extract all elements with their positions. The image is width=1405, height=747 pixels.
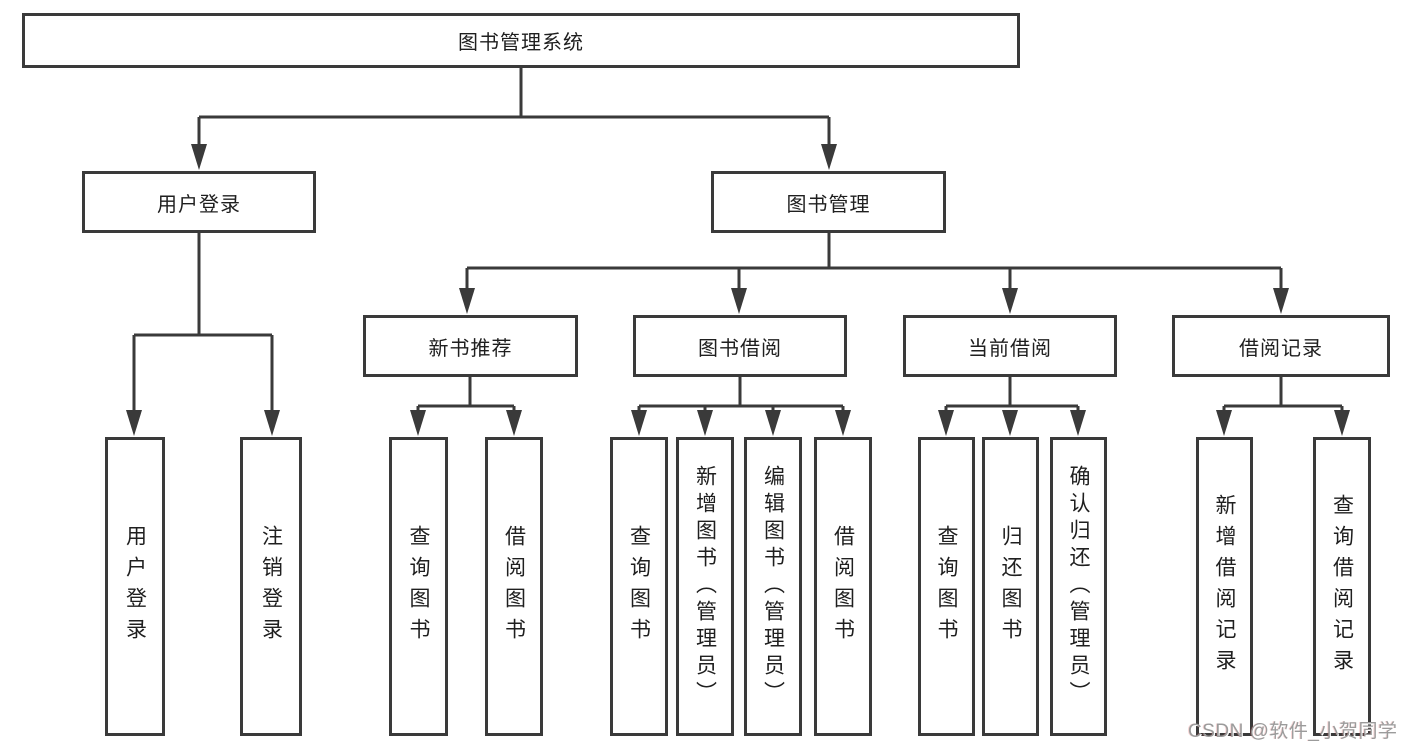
leaf-query-books-3-label: 查询图书 xyxy=(935,524,958,649)
leaf-query-borrow-record-label: 查询借阅记录 xyxy=(1330,493,1354,680)
leaf-add-borrow-record-label: 新增借阅记录 xyxy=(1213,493,1236,680)
leaf-logout-label: 注销登录 xyxy=(259,524,283,649)
node-book-management-label: 图书管理 xyxy=(786,193,871,216)
leaf-query-books-3: 查询图书 xyxy=(918,437,975,736)
node-user-login-label: 用户登录 xyxy=(157,193,241,216)
node-borrow-records: 借阅记录 xyxy=(1172,315,1390,377)
node-user-login: 用户登录 xyxy=(82,171,316,233)
node-root-label: 图书管理系统 xyxy=(458,32,584,54)
node-new-book-recommend-label: 新书推荐 xyxy=(428,337,513,360)
node-root-system: 图书管理系统 xyxy=(22,13,1020,68)
leaf-confirm-return-admin-label: 确认归还（管理员） xyxy=(1067,465,1090,708)
node-current-borrow: 当前借阅 xyxy=(903,315,1117,377)
leaf-user-login: 用户登录 xyxy=(105,437,165,736)
leaf-edit-books-admin: 编辑图书（管理员） xyxy=(744,437,802,736)
leaf-edit-books-admin-label: 编辑图书（管理员） xyxy=(761,465,785,708)
leaf-confirm-return-admin: 确认归还（管理员） xyxy=(1050,437,1107,736)
leaf-return-books: 归还图书 xyxy=(982,437,1039,736)
leaf-logout: 注销登录 xyxy=(240,437,302,736)
leaf-query-books-2-label: 查询图书 xyxy=(627,524,651,649)
node-book-borrow-label: 图书借阅 xyxy=(698,337,782,360)
leaf-borrow-books-1-label: 借阅图书 xyxy=(502,524,526,649)
csdn-watermark: CSDN @软件_小贺同学 xyxy=(1188,721,1398,742)
leaf-borrow-books-2: 借阅图书 xyxy=(814,437,872,736)
leaf-add-books-admin-label: 新增图书（管理员） xyxy=(693,465,717,708)
node-current-borrow-label: 当前借阅 xyxy=(968,337,1052,360)
node-book-borrow: 图书借阅 xyxy=(633,315,847,377)
leaf-borrow-books-1: 借阅图书 xyxy=(485,437,543,736)
leaf-borrow-books-2-label: 借阅图书 xyxy=(831,524,855,649)
leaf-user-login-label: 用户登录 xyxy=(123,524,147,649)
leaf-query-books-2: 查询图书 xyxy=(610,437,668,736)
leaf-query-books-1: 查询图书 xyxy=(389,437,448,736)
leaf-return-books-label: 归还图书 xyxy=(999,524,1022,649)
leaf-add-borrow-record: 新增借阅记录 xyxy=(1196,437,1253,736)
leaf-add-books-admin: 新增图书（管理员） xyxy=(676,437,734,736)
node-new-book-recommend: 新书推荐 xyxy=(363,315,578,377)
node-borrow-records-label: 借阅记录 xyxy=(1239,337,1323,360)
node-book-management: 图书管理 xyxy=(711,171,946,233)
leaf-query-books-1-label: 查询图书 xyxy=(407,524,430,649)
leaf-query-borrow-record: 查询借阅记录 xyxy=(1313,437,1371,736)
